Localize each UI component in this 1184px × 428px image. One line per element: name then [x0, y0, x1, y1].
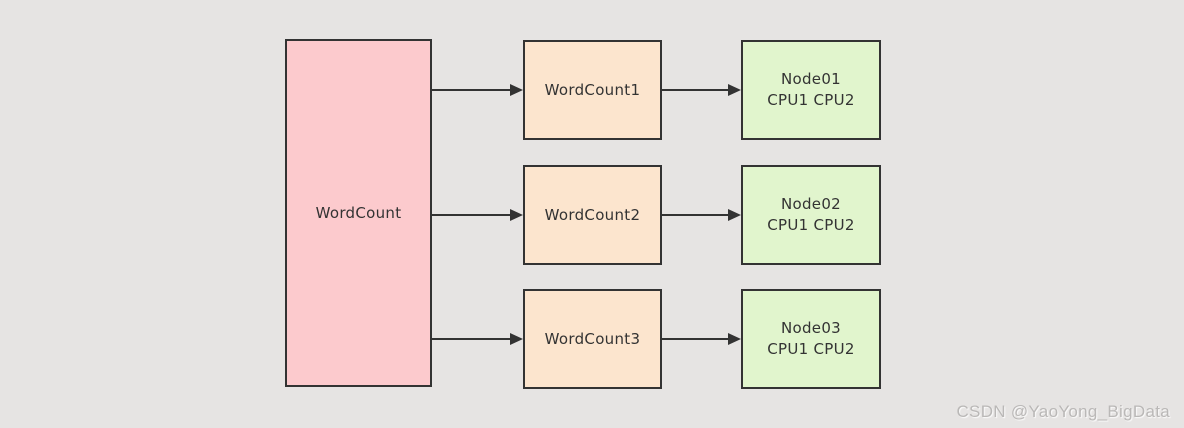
arrow-source-to-wordcount3 — [432, 333, 523, 345]
worker-box-label: WordCount1 — [544, 81, 641, 99]
node-cpus: CPU1 CPU2 — [767, 216, 855, 234]
arrow-source-to-wordcount1 — [432, 84, 523, 96]
worker-box-wordcount3: WordCount3 — [523, 289, 662, 389]
arrow-wordcount3-to-node03 — [662, 333, 741, 345]
arrow-wordcount1-to-node01 — [662, 84, 741, 96]
node-box-node02: Node02 CPU1 CPU2 — [741, 165, 881, 265]
node-box-node03: Node03 CPU1 CPU2 — [741, 289, 881, 389]
node-name: Node01 — [780, 70, 842, 88]
worker-box-label: WordCount3 — [544, 330, 641, 348]
source-box-label: WordCount — [315, 204, 402, 222]
worker-box-wordcount1: WordCount1 — [523, 40, 662, 140]
node-cpus: CPU1 CPU2 — [767, 340, 855, 358]
worker-box-label: WordCount2 — [544, 206, 641, 224]
arrow-wordcount2-to-node02 — [662, 209, 741, 221]
worker-box-wordcount2: WordCount2 — [523, 165, 662, 265]
node-name: Node02 — [780, 195, 842, 213]
arrow-source-to-wordcount2 — [432, 209, 523, 221]
watermark: CSDN @YaoYong_BigData — [956, 402, 1170, 421]
node-box-node01: Node01 CPU1 CPU2 — [741, 40, 881, 140]
node-name: Node03 — [780, 319, 842, 337]
source-box-wordcount: WordCount — [285, 39, 432, 387]
node-cpus: CPU1 CPU2 — [767, 91, 855, 109]
